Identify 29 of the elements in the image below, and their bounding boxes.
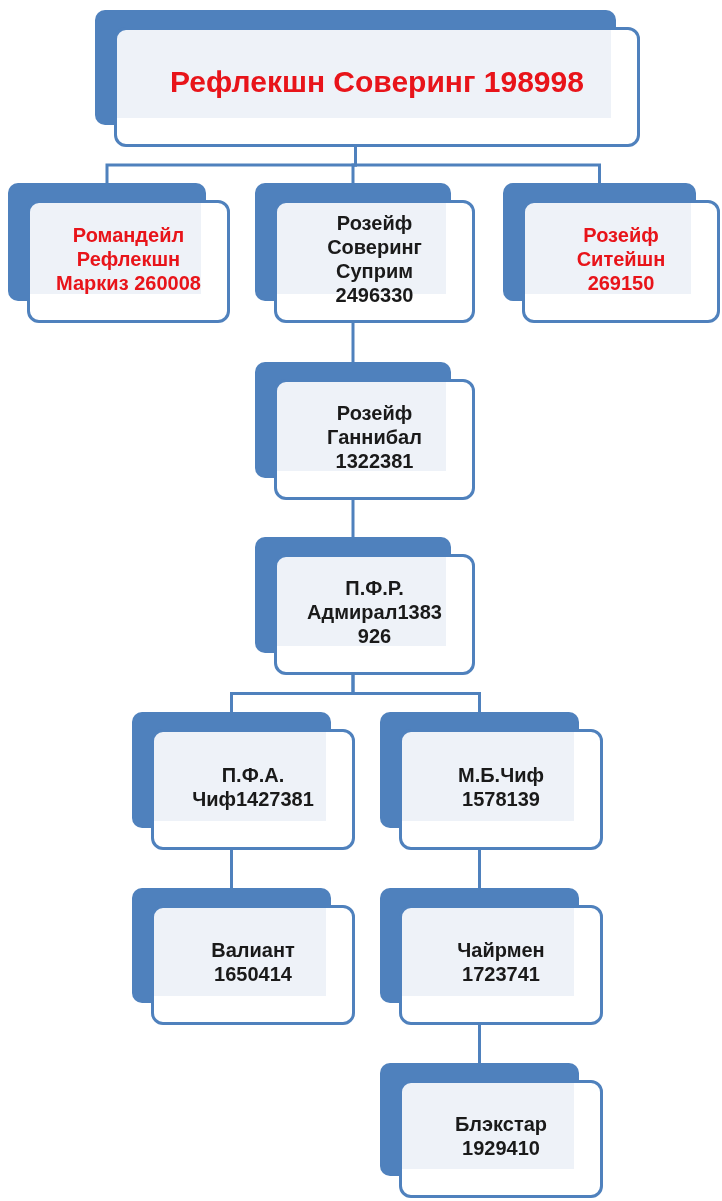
connector-line — [230, 850, 233, 888]
node-label: М.Б.Чиф 1578139 — [457, 762, 545, 811]
node-label: П.Ф.А. Чиф1427381 — [191, 762, 315, 811]
node-label: Розейф Ситейшн 269150 — [575, 222, 667, 295]
tabbed-box — [380, 888, 603, 1025]
node-label: Чайрмен 1723741 — [456, 938, 546, 986]
connector-line — [478, 850, 481, 888]
connector-line — [478, 1025, 481, 1063]
tabbed-box — [132, 888, 355, 1025]
connector-line — [351, 675, 481, 712]
node-label: П.Ф.Р. Адмирал1383 926 — [306, 575, 443, 648]
tabbed-box — [380, 1063, 603, 1198]
tabbed-box — [255, 183, 475, 323]
connector-line — [351, 323, 355, 362]
node-label: Романдейл Рефлекшн Маркиз 260008 — [55, 222, 202, 295]
tabbed-box — [255, 362, 475, 500]
node-label: Валиант 1650414 — [210, 938, 296, 986]
tabbed-box — [8, 183, 230, 323]
tabbed-box — [95, 10, 640, 147]
node-label: Блэкстар 1929410 — [453, 1112, 549, 1160]
tabbed-box — [132, 712, 355, 850]
tabbed-box — [503, 183, 720, 323]
tabbed-box — [255, 537, 475, 675]
tabbed-box — [380, 712, 603, 850]
node-label: Рефлекшн Соверинг 198998 — [170, 64, 584, 100]
node-label: Розейф Соверинг Суприм 2496330 — [326, 210, 423, 307]
node-label: Розейф Ганнибал 1322381 — [326, 400, 423, 473]
connector-line — [354, 147, 601, 183]
connector-line — [351, 500, 355, 537]
